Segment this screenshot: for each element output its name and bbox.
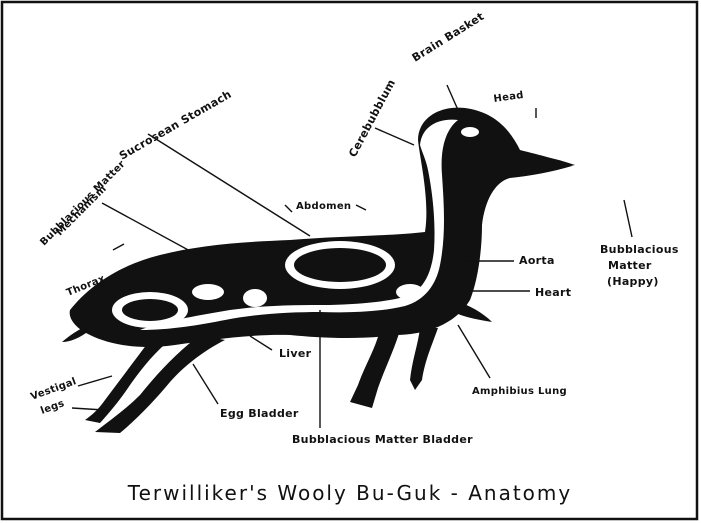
- label-bubblacious-happy-line2: Matter: [608, 259, 652, 272]
- label-abdomen: Abdomen: [296, 201, 351, 212]
- label-bubblacious-matter-bladder: Bubblacious Matter Bladder: [292, 433, 473, 446]
- label-bubblacious-happy-line1: Bubblacious: [600, 243, 679, 256]
- diagram-caption: Terwilliker's Wooly Bu-Guk - Anatomy: [127, 481, 572, 505]
- label-egg-bladder: Egg Bladder: [220, 407, 299, 420]
- label-aorta: Aorta: [519, 254, 555, 267]
- label-liver: Liver: [279, 347, 312, 360]
- label-heart: Heart: [535, 286, 571, 299]
- label-amphibius-lung: Amphibius Lung: [472, 386, 567, 397]
- label-bubblacious-happy-line3: (Happy): [607, 275, 659, 288]
